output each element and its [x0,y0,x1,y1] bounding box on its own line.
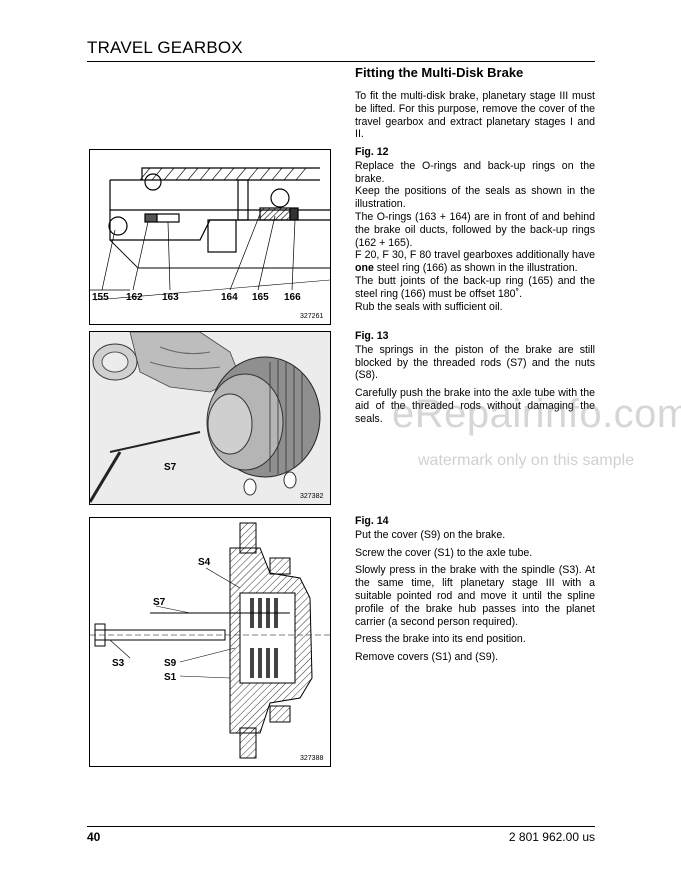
fig12-callout-166: 166 [284,292,301,303]
page-header-title: TRAVEL GEARBOX [87,38,243,57]
fig14-paragraph-3: Slowly press in the brake with the spind… [355,564,595,628]
fig12-paragraph-3: The O-rings (163 + 164) are in front of … [355,210,595,249]
fig14-callout-s7: S7 [153,597,166,608]
fig12-label: Fig. 12 [355,146,389,158]
fig14-paragraph-5: Remove covers (S1) and (S9). [355,651,499,664]
fig13-label: Fig. 13 [355,330,389,342]
fig12-paragraph-2: Keep the positions of the seals as shown… [355,185,595,211]
fig14-callout-s1: S1 [164,672,177,683]
fig14-callout-s3: S3 [112,658,125,669]
fig14-text-block: Fig. 14 Put the cover (S9) on the brake.… [355,515,595,664]
fig13-photo: S7 327382 [89,331,331,505]
fig12-text-block: Fig. 12 Replace the O-rings and back-up … [355,146,595,313]
fig14-callout-s9: S9 [164,658,177,669]
fig14-label: Fig. 14 [355,515,389,527]
fig12-callout-163: 163 [162,292,179,303]
fig13-paragraph-2: Carefully push the brake into the axle t… [355,387,595,425]
fig13-image-code: 327382 [300,493,323,500]
fig12-p4-bold: one [355,262,374,275]
fig12-paragraph-4: F 20, F 30, F 80 travel gearboxes additi… [355,249,595,275]
fig14-image-code: 327388 [300,755,323,762]
fig14-callout-s4: S4 [198,557,211,568]
section-title: Fitting the Multi-Disk Brake [355,65,524,80]
fig12-paragraph-5: The butt joints of the back-up ring (165… [355,274,595,300]
document-code: 2 801 962.00 us [508,830,595,844]
intro-text-block: To fit the multi-disk brake, planetary s… [355,90,595,141]
intro-paragraph: To fit the multi-disk brake, planetary s… [355,90,595,141]
fig12-callout-162: 162 [126,292,143,303]
fig12-p4-post: steel ring (166) as shown in the illustr… [373,262,578,275]
fig13-paragraph-1: The springs in the piston of the brake a… [355,343,595,382]
fig12-p4-pre: F 20, F 30, F 80 travel gearboxes additi… [355,249,595,262]
fig12-paragraph-1: Replace the O-rings and back-up rings on… [355,159,595,185]
fig13-text-block: Fig. 13 The springs in the piston of the… [355,330,595,426]
footer-rule [87,826,595,827]
watermark-sub: watermark only on this sample [418,452,635,469]
fig12-callout-165: 165 [252,292,269,303]
fig12-paragraph-6: Rub the seals with sufficient oil. [355,300,503,313]
fig12-callout-164: 164 [221,292,238,303]
fig14-paragraph-4: Press the brake into its end position. [355,633,526,646]
fig12-image-code: 327261 [300,313,323,320]
fig12-seal-diagram: 155 162 163 164 165 166 327261 [89,149,331,325]
fig14-paragraph-1: Put the cover (S9) on the brake. [355,528,506,541]
fig12-callout-155: 155 [92,292,109,303]
page-number: 40 [87,830,101,844]
fig14-assembly-diagram: S4 S7 S3 S9 S1 327388 [89,517,331,767]
fig14-paragraph-2: Screw the cover (S1) to the axle tube. [355,546,533,559]
fig13-callout-s7: S7 [164,462,177,473]
header-rule [87,61,595,62]
watermark-main: eRepairinfo.com [392,392,681,436]
